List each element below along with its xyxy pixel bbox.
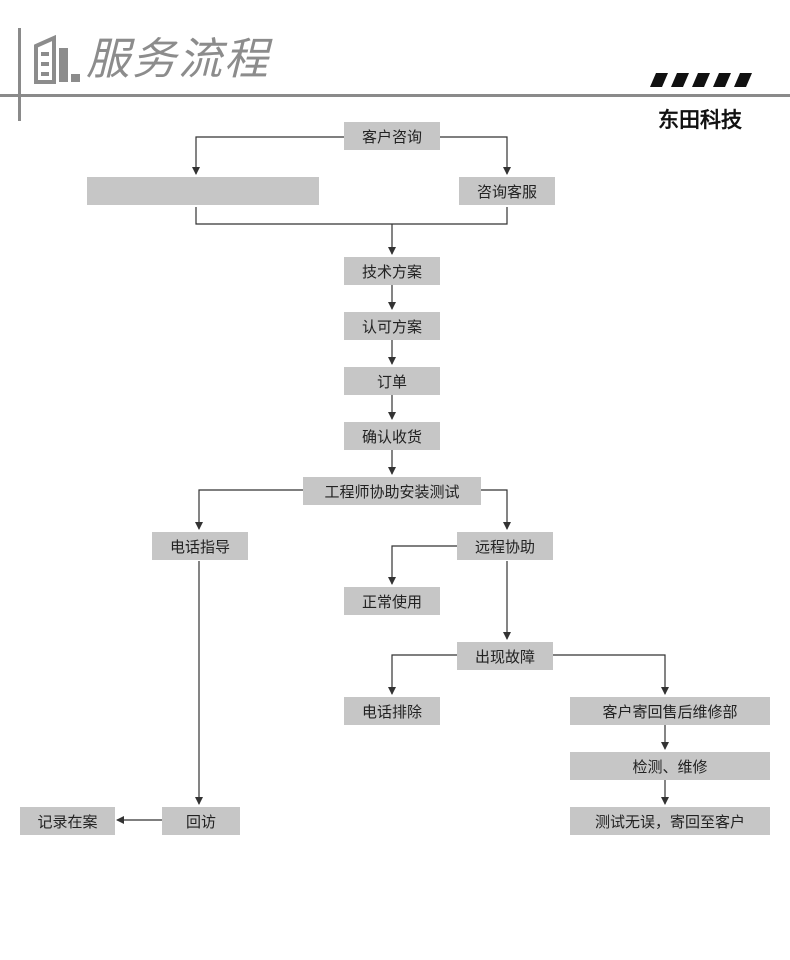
header-divider xyxy=(0,94,790,97)
node-consult-service: 咨询客服 xyxy=(459,177,555,205)
node-phone-guide: 电话指导 xyxy=(152,532,248,560)
stripe-decoration xyxy=(650,73,752,87)
node-normal-use: 正常使用 xyxy=(344,587,440,615)
node-engineer-install: 工程师协助安装测试 xyxy=(303,477,481,505)
node-record-file: 记录在案 xyxy=(20,807,115,835)
node-blank xyxy=(87,177,319,205)
node-confirm-receipt: 确认收货 xyxy=(344,422,440,450)
node-remote-assist: 远程协助 xyxy=(457,532,553,560)
node-inspect-repair: 检测、维修 xyxy=(570,752,770,780)
page-title: 服务流程 xyxy=(86,34,270,85)
building-icon xyxy=(34,34,80,84)
node-phone-fix: 电话排除 xyxy=(344,697,440,725)
node-approve-plan: 认可方案 xyxy=(344,312,440,340)
node-revisit: 回访 xyxy=(162,807,240,835)
node-fault-found: 出现故障 xyxy=(457,642,553,670)
node-order: 订单 xyxy=(344,367,440,395)
node-test-return: 测试无误，寄回至客户 xyxy=(570,807,770,835)
node-mail-repair: 客户寄回售后维修部 xyxy=(570,697,770,725)
company-name: 东田科技 xyxy=(658,108,742,132)
header-vertical-bar xyxy=(18,28,21,121)
node-tech-plan: 技术方案 xyxy=(344,257,440,285)
node-customer-consult: 客户咨询 xyxy=(344,122,440,150)
